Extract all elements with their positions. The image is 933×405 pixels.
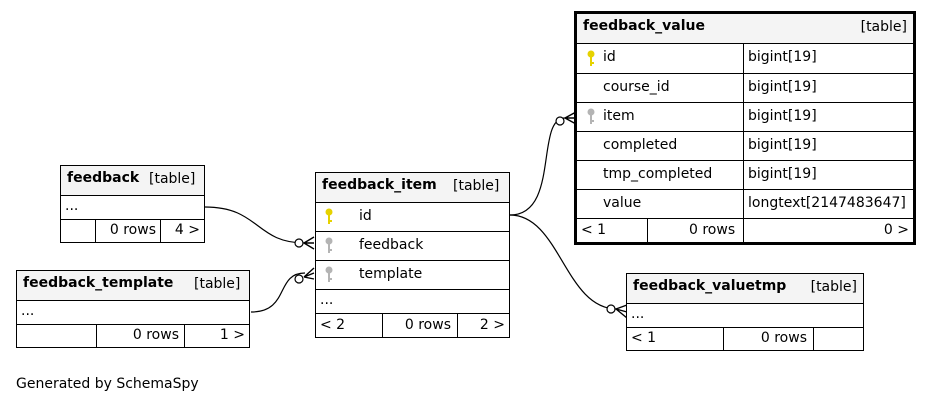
crows-foot-marker [303, 267, 315, 280]
edge-feedback-template-to-feedback-item [250, 272, 306, 313]
column-name: feedback [359, 237, 424, 253]
more-columns: ... [21, 303, 35, 319]
column-row: course_id bigint[19] [577, 73, 913, 102]
parents-count[interactable]: < 1 [631, 330, 657, 346]
children-count[interactable]: 0 > [883, 222, 909, 238]
generated-by-footer: Generated by SchemaSpy [16, 376, 199, 392]
column-row: tmp_completed bigint[19] [577, 160, 913, 189]
foreign-key-icon [587, 108, 595, 124]
cardinality-marker [294, 274, 304, 284]
column-name: id [603, 49, 616, 65]
column-type: longtext[2147483647] [748, 195, 906, 211]
children-count[interactable]: 1 > [219, 327, 245, 343]
edge-feedback-item-to-feedback-valuetmp [509, 214, 618, 310]
primary-key-icon [325, 208, 333, 224]
table-feedback-item[interactable]: feedback_item [table] id feedback templa… [315, 172, 510, 338]
table-kind: [table] [149, 171, 196, 187]
row-count: 0 rows [109, 222, 156, 238]
table-kind: [table] [194, 276, 241, 292]
crows-foot-marker [615, 304, 628, 319]
more-columns: ... [631, 306, 645, 322]
table-footer-row: < 1 0 rows 0 > [577, 218, 913, 243]
table-header: feedback_item [table] [316, 173, 509, 202]
column-row: template [316, 260, 509, 289]
crows-foot-marker [303, 236, 315, 250]
table-name: feedback [67, 170, 140, 186]
more-columns-row: ... [316, 289, 509, 313]
table-header: feedback [table] [61, 166, 204, 195]
table-feedback[interactable]: feedback [table] ... 0 rows 4 > [60, 165, 205, 243]
table-kind: [table] [453, 178, 500, 194]
cardinality-marker [294, 238, 304, 248]
table-footer-row: < 2 0 rows 2 > [316, 313, 509, 338]
table-header: feedback_valuetmp [table] [627, 274, 863, 303]
column-row: id bigint[19] [577, 43, 913, 73]
column-name: value [603, 195, 642, 211]
column-name: completed [603, 137, 678, 153]
column-row: id [316, 202, 509, 231]
column-type: bigint[19] [748, 137, 817, 153]
table-name: feedback_valuetmp [633, 278, 787, 294]
column-name: id [359, 208, 372, 224]
table-feedback-valuetmp[interactable]: feedback_valuetmp [table] ... < 1 0 rows [626, 273, 864, 351]
parents-count[interactable]: < 2 [320, 317, 346, 333]
column-type: bigint[19] [748, 79, 817, 95]
edge-feedback-to-feedback-item [204, 206, 306, 244]
primary-key-icon [587, 50, 595, 66]
foreign-key-icon [325, 266, 333, 282]
children-count[interactable]: 4 > [174, 222, 200, 238]
more-columns-row: ... [627, 303, 863, 327]
table-header: feedback_value [table] [577, 14, 913, 43]
column-name: template [359, 266, 423, 282]
column-type: bigint[19] [748, 166, 817, 182]
column-row: item bigint[19] [577, 102, 913, 131]
row-count: 0 rows [689, 222, 736, 238]
column-name: tmp_completed [603, 166, 713, 182]
column-name: item [603, 108, 635, 124]
table-kind: [table] [860, 19, 907, 35]
column-type: bigint[19] [748, 108, 817, 124]
table-kind: [table] [810, 279, 857, 295]
parents-count[interactable]: < 1 [581, 222, 607, 238]
table-header: feedback_template [table] [17, 271, 249, 300]
children-count[interactable]: 2 > [479, 317, 505, 333]
row-count: 0 rows [132, 327, 179, 343]
cardinality-marker [606, 304, 616, 314]
row-count: 0 rows [404, 317, 451, 333]
table-feedback-template[interactable]: feedback_template [table] ... 0 rows 1 > [16, 270, 250, 348]
table-footer-row: 0 rows 1 > [17, 324, 249, 348]
more-columns: ... [320, 292, 334, 308]
more-columns: ... [65, 198, 79, 214]
cardinality-marker [555, 116, 565, 126]
table-name: feedback_value [583, 18, 706, 34]
table-feedback-value[interactable]: feedback_value [table] id bigint[19] cou… [574, 11, 916, 245]
table-name: feedback_item [322, 177, 437, 193]
table-footer-row: < 1 0 rows [627, 327, 863, 351]
more-columns-row: ... [17, 300, 249, 324]
column-row: value longtext[2147483647] [577, 189, 913, 218]
column-row: completed bigint[19] [577, 131, 913, 160]
table-name: feedback_template [23, 275, 174, 291]
column-name: course_id [603, 79, 670, 95]
foreign-key-icon [325, 237, 333, 253]
edge-feedback-item-to-feedback-value [509, 117, 566, 216]
column-type: bigint[19] [748, 49, 817, 65]
row-count: 0 rows [760, 330, 807, 346]
column-row: feedback [316, 231, 509, 260]
column-list: id bigint[19] course_id bigint[19] item … [577, 43, 913, 218]
table-footer-row: 0 rows 4 > [61, 219, 204, 243]
more-columns-row: ... [61, 195, 204, 219]
